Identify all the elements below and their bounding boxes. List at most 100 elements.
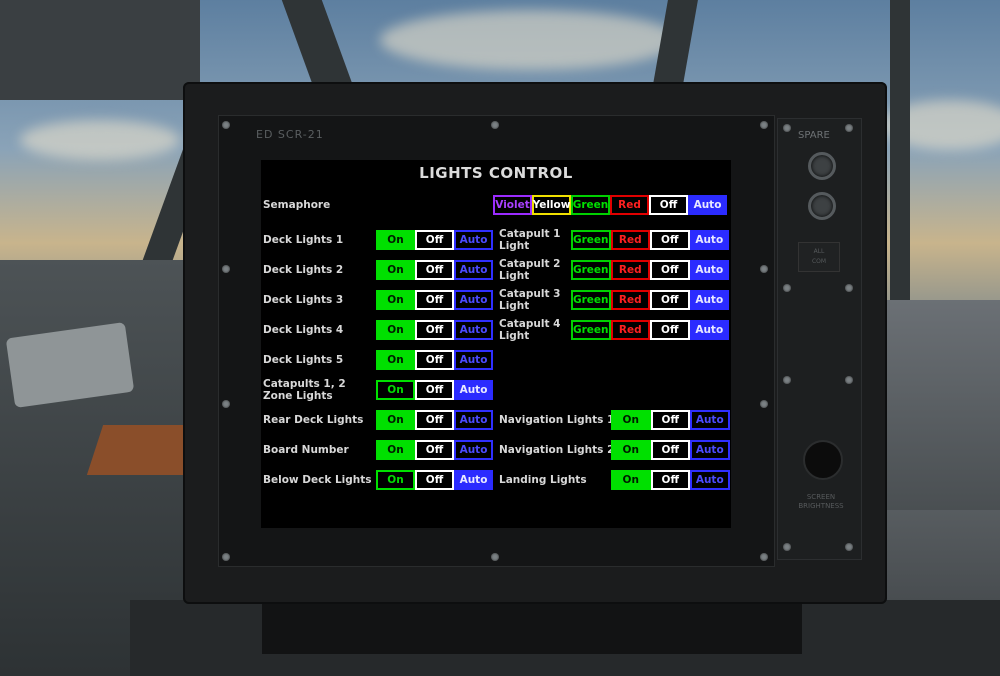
deck-lights-4-on-button[interactable]: On — [376, 320, 415, 340]
below-deck-lights-off-button[interactable]: Off — [415, 470, 454, 490]
deck-lights-4-off-button[interactable]: Off — [415, 320, 454, 340]
screw — [845, 376, 853, 384]
catapult-1-light-auto-button[interactable]: Auto — [689, 230, 729, 250]
spare-label: SPARE — [798, 130, 830, 141]
brand-label: ED SCR-21 — [256, 128, 324, 141]
navigation-lights-2-label: Navigation Lights 2 — [499, 444, 615, 456]
catapult-4-light-label: Catapult 4 Light — [499, 318, 561, 342]
catapult-3-light-label: Catapult 3 Light — [499, 288, 561, 312]
catapult-1-light-green-button[interactable]: Green — [571, 230, 611, 250]
screw — [845, 543, 853, 551]
deck-lights-2-on-button[interactable]: On — [376, 260, 415, 280]
landing-lights-auto-button[interactable]: Auto — [690, 470, 730, 490]
catapult-3-light-green-button[interactable]: Green — [571, 290, 611, 310]
deck-lights-2-auto-button[interactable]: Auto — [454, 260, 493, 280]
deck-lights-3-label: Deck Lights 3 — [263, 294, 344, 306]
catapults-1-2-zone-lights-auto-button[interactable]: Auto — [454, 380, 493, 400]
board-number-off-button[interactable]: Off — [415, 440, 454, 460]
deck-lights-4-auto-button[interactable]: Auto — [454, 320, 493, 340]
screw — [222, 553, 230, 561]
deck-lights-5-off-button[interactable]: Off — [415, 350, 454, 370]
navigation-lights-1-on-button[interactable]: On — [611, 410, 651, 430]
deck-lights-5-on-button[interactable]: On — [376, 350, 415, 370]
below-deck-lights-auto-button[interactable]: Auto — [454, 470, 493, 490]
catapult-3-light-red-button[interactable]: Red — [610, 290, 650, 310]
catapult-1-light-red-button[interactable]: Red — [610, 230, 650, 250]
screen-title: LIGHTS CONTROL — [419, 164, 573, 182]
monitor-stand — [262, 604, 802, 654]
deck-lights-2-label: Deck Lights 2 — [263, 264, 344, 276]
navigation-lights-1-off-button[interactable]: Off — [650, 410, 690, 430]
catapults-1-2-zone-lights-on-button[interactable]: On — [376, 380, 415, 400]
deck-lights-2-off-button[interactable]: Off — [415, 260, 454, 280]
deck-lights-1-off-button[interactable]: Off — [415, 230, 454, 250]
screw — [222, 121, 230, 129]
screw — [783, 284, 791, 292]
semaphore-auto-button[interactable]: Auto — [688, 195, 727, 215]
semaphore-off-button[interactable]: Off — [649, 195, 688, 215]
brightness-knob[interactable] — [803, 440, 843, 480]
catapult-1-light-label: Catapult 1 Light — [499, 228, 561, 252]
semaphore-label: Semaphore — [263, 199, 331, 211]
rear-deck-lights-auto-button[interactable]: Auto — [454, 410, 493, 430]
screw — [845, 284, 853, 292]
semaphore-yellow-button[interactable]: Yellow — [532, 195, 571, 215]
catapult-4-light-off-button[interactable]: Off — [650, 320, 690, 340]
catapult-2-light-off-button[interactable]: Off — [650, 260, 690, 280]
board-number-on-button[interactable]: On — [376, 440, 415, 460]
screw — [222, 265, 230, 273]
deck-lights-3-off-button[interactable]: Off — [415, 290, 454, 310]
semaphore-green-button[interactable]: Green — [571, 195, 610, 215]
navigation-lights-1-auto-button[interactable]: Auto — [690, 410, 730, 430]
catapult-4-light-auto-button[interactable]: Auto — [689, 320, 729, 340]
deck-lights-5-auto-button[interactable]: Auto — [454, 350, 493, 370]
catapult-1-light-off-button[interactable]: Off — [650, 230, 690, 250]
screw — [783, 376, 791, 384]
carrier-deck — [870, 300, 1000, 510]
cloud — [380, 10, 680, 70]
catapult-2-light-green-button[interactable]: Green — [571, 260, 611, 280]
catapults-1-2-zone-lights-label: Catapults 1, 2 Zone Lights — [263, 378, 346, 402]
all-com-button[interactable]: ALL COM — [798, 242, 840, 272]
semaphore-violet-button[interactable]: Violet — [493, 195, 532, 215]
screw — [760, 400, 768, 408]
deck-lights-1-label: Deck Lights 1 — [263, 234, 344, 246]
below-deck-lights-on-button[interactable]: On — [376, 470, 415, 490]
board-number-auto-button[interactable]: Auto — [454, 440, 493, 460]
screw — [491, 553, 499, 561]
catapult-2-light-red-button[interactable]: Red — [610, 260, 650, 280]
deck-lights-4-label: Deck Lights 4 — [263, 324, 344, 336]
deck-lights-3-on-button[interactable]: On — [376, 290, 415, 310]
catapult-3-light-off-button[interactable]: Off — [650, 290, 690, 310]
catapults-1-2-zone-lights-off-button[interactable]: Off — [415, 380, 454, 400]
rear-deck-lights-off-button[interactable]: Off — [415, 410, 454, 430]
screw — [845, 124, 853, 132]
catapult-3-light-auto-button[interactable]: Auto — [689, 290, 729, 310]
screw — [760, 265, 768, 273]
side-control-panel — [777, 118, 862, 560]
semaphore-red-button[interactable]: Red — [610, 195, 649, 215]
window-frame — [652, 0, 698, 90]
landing-lights-on-button[interactable]: On — [611, 470, 651, 490]
brightness-label: SCREEN BRIGHTNESS — [798, 493, 844, 510]
deck-lights-1-auto-button[interactable]: Auto — [454, 230, 493, 250]
catapult-4-light-red-button[interactable]: Red — [610, 320, 650, 340]
screw — [783, 124, 791, 132]
navigation-lights-2-off-button[interactable]: Off — [650, 440, 690, 460]
catapult-4-light-green-button[interactable]: Green — [571, 320, 611, 340]
screw — [491, 121, 499, 129]
board-number-label: Board Number — [263, 444, 349, 456]
landing-lights-off-button[interactable]: Off — [650, 470, 690, 490]
audio-jack — [808, 192, 836, 220]
cloud — [20, 120, 180, 160]
deck-lights-3-auto-button[interactable]: Auto — [454, 290, 493, 310]
rear-deck-lights-on-button[interactable]: On — [376, 410, 415, 430]
screw — [760, 121, 768, 129]
navigation-lights-2-auto-button[interactable]: Auto — [690, 440, 730, 460]
deck-lights-1-on-button[interactable]: On — [376, 230, 415, 250]
catapult-2-light-auto-button[interactable]: Auto — [689, 260, 729, 280]
landing-lights-label: Landing Lights — [499, 474, 587, 486]
navigation-lights-2-on-button[interactable]: On — [611, 440, 651, 460]
navigation-lights-1-label: Navigation Lights 1 — [499, 414, 615, 426]
